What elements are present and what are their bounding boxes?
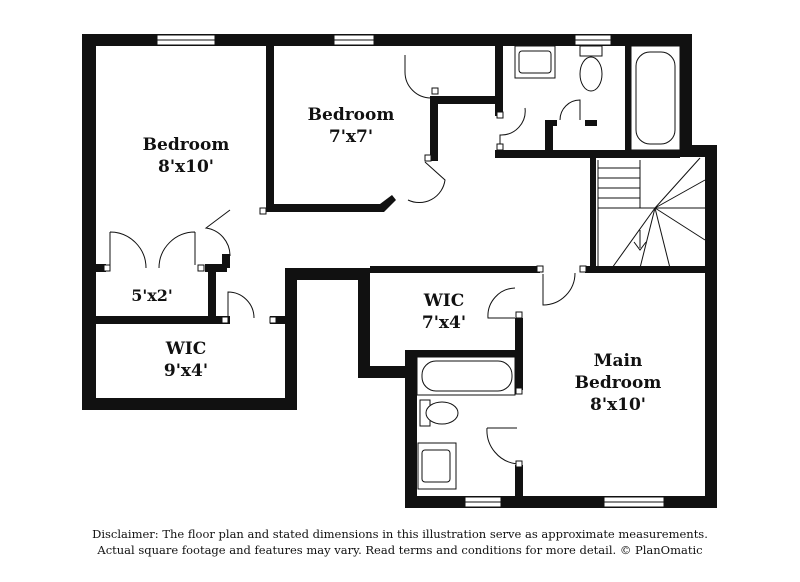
room-dimensions: 8'x10' xyxy=(158,157,214,177)
bathtub-icon xyxy=(630,45,681,151)
room-name: Bedroom xyxy=(143,135,230,155)
room-name: WIC xyxy=(423,291,465,311)
disclaimer-line-2: Actual square footage and features may v… xyxy=(97,543,703,557)
door-jambs xyxy=(103,87,587,468)
room-dimensions: 5'x2' xyxy=(131,286,173,305)
room-name: Main xyxy=(594,351,643,371)
door-swings xyxy=(109,55,581,465)
bathtub-icon xyxy=(416,356,516,396)
room-dimensions: 9'x4' xyxy=(164,361,208,381)
stairs xyxy=(597,157,706,269)
room-dimensions: 7'x4' xyxy=(422,313,466,333)
room-name: Bedroom xyxy=(575,373,662,393)
room-name: WIC xyxy=(165,339,207,359)
room-labels: Bedroom 8'x10' Bedroom 7'x7' 5'x2' WIC 9… xyxy=(131,105,661,415)
windows xyxy=(156,34,665,508)
room-dimensions: 8'x10' xyxy=(590,395,646,415)
sink-icon xyxy=(417,442,457,490)
interior-walls xyxy=(96,44,707,505)
room-name: Bedroom xyxy=(308,105,395,125)
toilet-icon xyxy=(419,399,459,427)
toilet-icon xyxy=(579,45,603,92)
bath-fixtures xyxy=(416,45,681,490)
room-dimensions: 7'x7' xyxy=(329,127,373,147)
disclaimer-line-1: Disclaimer: The floor plan and stated di… xyxy=(92,527,708,541)
